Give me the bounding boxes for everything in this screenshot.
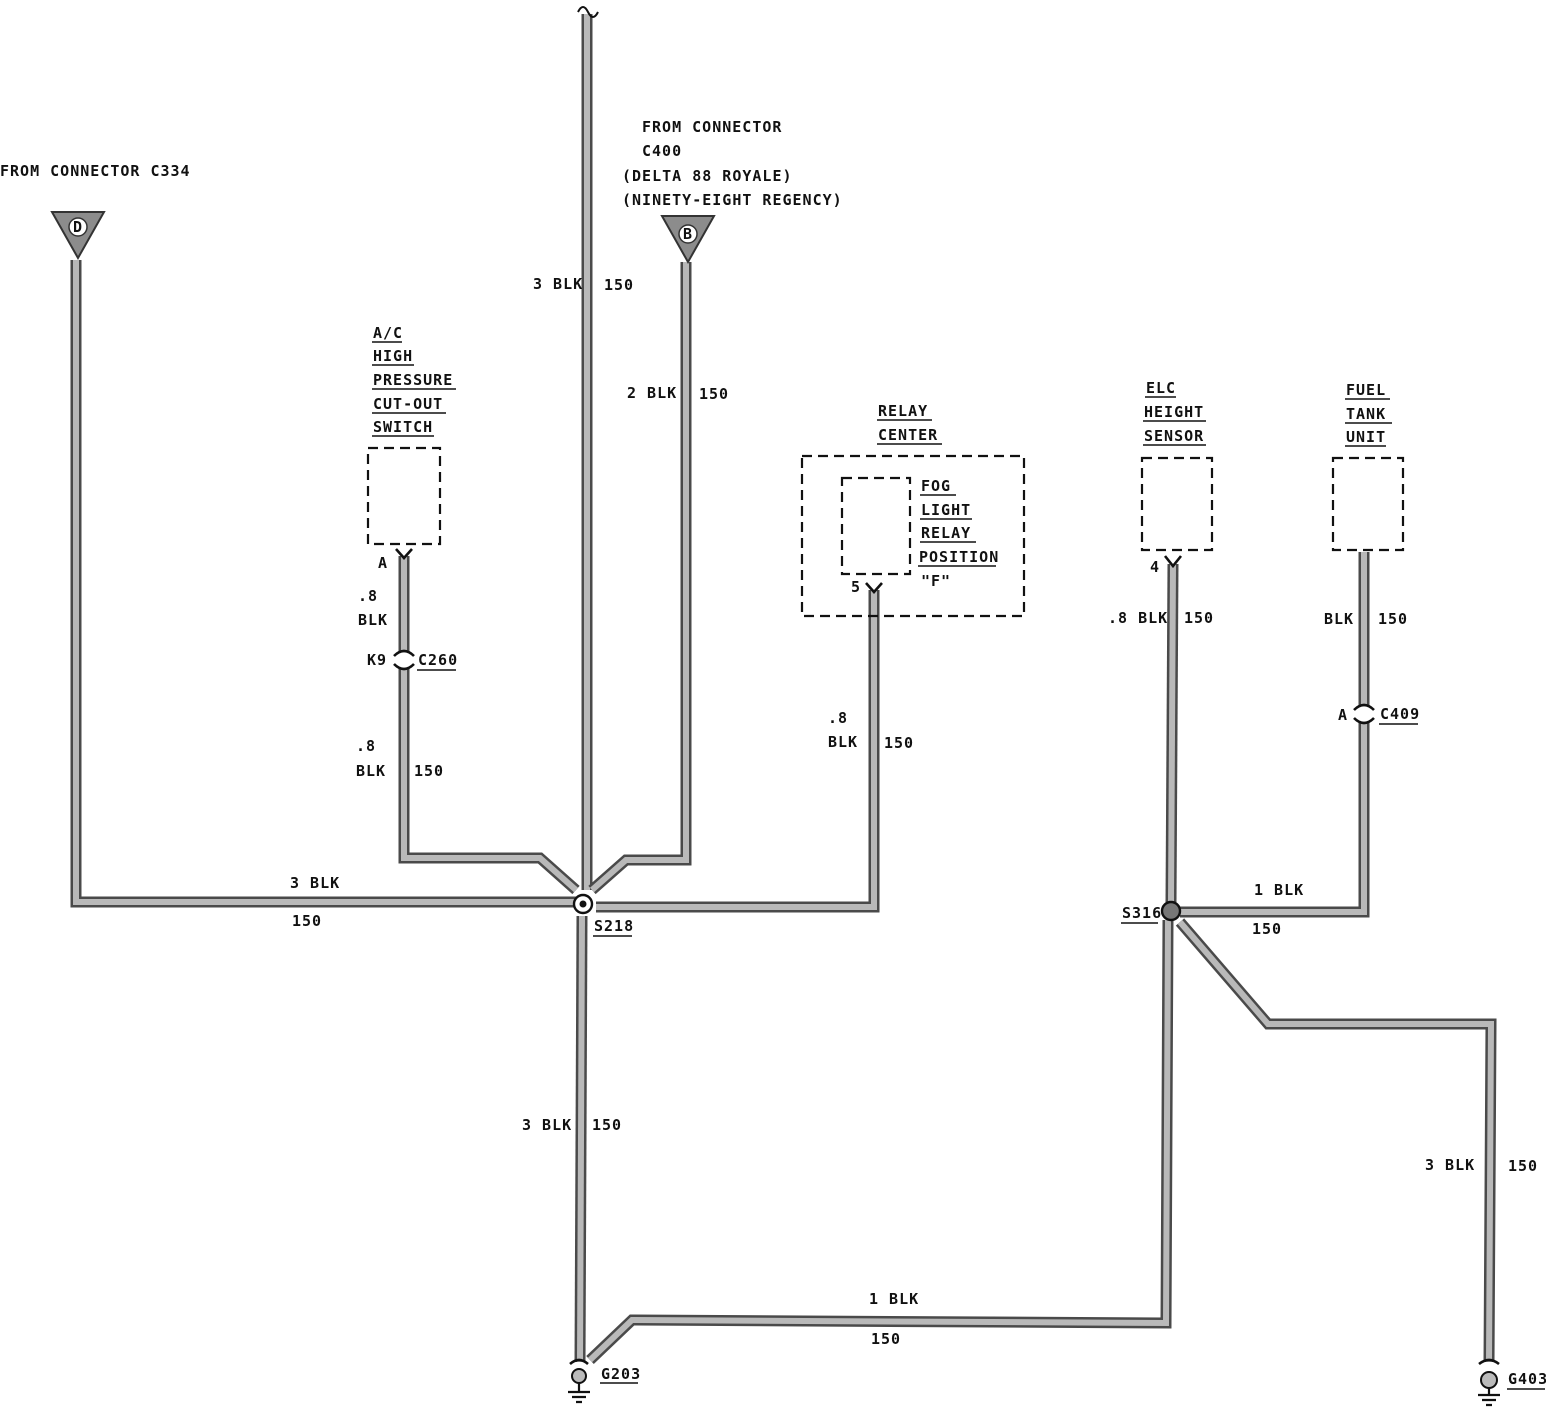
splice-s316 [1160, 900, 1182, 922]
fuel-tank-box [1331, 456, 1405, 552]
wire-ac-upper-gauge: .8 [358, 587, 378, 605]
svg-text:ELC: ELC [1146, 379, 1176, 397]
wire-fog-color: BLK [828, 733, 858, 751]
wire-ac-upper-color: BLK [358, 611, 388, 629]
svg-text:SWITCH: SWITCH [373, 418, 433, 436]
wire-g203-circuit: 150 [592, 1116, 622, 1134]
wire-s218-g203 [574, 915, 588, 1363]
wire-g403 [1175, 918, 1497, 1363]
connector-c400-pin: B [660, 215, 716, 265]
fog-relay-label: FOG LIGHT RELAY POSITION "F" [918, 477, 999, 590]
wire-elc [1165, 563, 1179, 903]
connector-c334-label: FROM CONNECTOR C334 [0, 162, 191, 180]
connector-c334-pin: D [50, 211, 106, 261]
wire-top-circuit: 150 [604, 276, 634, 294]
svg-text:B: B [683, 225, 693, 243]
wires [70, 14, 1497, 1364]
c260-name: C260 [418, 651, 458, 669]
ground-g403-symbol [1478, 1358, 1500, 1407]
wire-fuel-gauge: BLK [1324, 610, 1354, 628]
wire-bottom-circuit: 150 [871, 1330, 901, 1348]
connector-c400-label: FROM CONNECTOR C400 (DELTA 88 ROYALE) (N… [622, 118, 843, 209]
elc-sensor-label: ELC HEIGHT SENSOR [1143, 379, 1206, 446]
svg-text:PRESSURE: PRESSURE [373, 371, 453, 389]
svg-text:POSITION: POSITION [919, 548, 999, 566]
svg-text:FUEL: FUEL [1346, 381, 1386, 399]
relay-center-label: RELAY CENTER [877, 402, 942, 445]
wire-c400-gauge: 2 BLK [627, 384, 677, 402]
wire-bottom [586, 919, 1174, 1364]
c409-connector-symbol [1353, 703, 1375, 725]
svg-text:SENSOR: SENSOR [1144, 427, 1204, 445]
svg-text:UNIT: UNIT [1346, 428, 1386, 446]
svg-text:C400: C400 [642, 142, 682, 160]
elc-sensor-pin: 4 [1150, 558, 1160, 576]
splice-s316-label: S316 [1122, 904, 1162, 922]
relay-center-box [800, 454, 1026, 618]
svg-text:RELAY: RELAY [878, 402, 928, 420]
wire-fuel [1180, 552, 1370, 918]
wire-fuel-circuit: 150 [1378, 610, 1408, 628]
wire-bottom-gauge: 1 BLK [869, 1290, 919, 1308]
wire-ac-lower-gauge: .8 [356, 737, 376, 755]
ground-g403-label: G403 [1508, 1370, 1546, 1388]
c409-pin: A [1338, 706, 1348, 724]
svg-text:FROM CONNECTOR: FROM CONNECTOR [642, 118, 782, 136]
terminal-marks [395, 548, 1183, 594]
svg-text:HEIGHT: HEIGHT [1144, 403, 1204, 421]
svg-text:CENTER: CENTER [878, 426, 938, 444]
svg-text:TANK: TANK [1346, 405, 1386, 423]
wire-g403-gauge: 3 BLK [1425, 1156, 1475, 1174]
svg-text:LIGHT: LIGHT [921, 501, 971, 519]
c409-name: C409 [1380, 705, 1420, 723]
svg-text:D: D [73, 218, 83, 236]
wire-break-mark [577, 6, 599, 18]
wire-s316-fuel-circuit: 150 [1252, 920, 1282, 938]
fog-relay-pin: 5 [851, 578, 861, 596]
wire-g403-circuit: 150 [1508, 1157, 1538, 1175]
ac-switch-label: A/C HIGH PRESSURE CUT-OUT SWITCH [372, 324, 456, 437]
svg-text:(NINETY-EIGHT REGENCY): (NINETY-EIGHT REGENCY) [622, 191, 843, 209]
elc-sensor-box [1140, 456, 1214, 552]
wire-ac-lower-color: BLK [356, 762, 386, 780]
wire-c334-gauge: 3 BLK [290, 874, 340, 892]
wire-fog-circuit: 150 [884, 734, 914, 752]
svg-text:CUT-OUT: CUT-OUT [373, 395, 443, 413]
wire-c334 [70, 260, 576, 908]
splice-s218-label: S218 [594, 917, 634, 935]
wire-elc-gauge: .8 BLK [1108, 609, 1168, 627]
ac-switch-box [366, 446, 442, 546]
wire-g203-gauge: 3 BLK [522, 1116, 572, 1134]
splice-s218 [572, 893, 594, 915]
wire-fog-gauge: .8 [828, 709, 848, 727]
wire-c334-circuit: 150 [292, 912, 322, 930]
ground-g203-label: G203 [601, 1365, 641, 1383]
wire-c400 [588, 262, 692, 895]
ground-g203-symbol [568, 1358, 590, 1404]
svg-text:(DELTA 88 ROYALE): (DELTA 88 ROYALE) [622, 167, 793, 185]
fog-relay-box [840, 476, 912, 576]
svg-text:FOG: FOG [921, 477, 951, 495]
svg-text:RELAY: RELAY [921, 524, 971, 542]
svg-text:HIGH: HIGH [373, 347, 413, 365]
svg-text:A/C: A/C [373, 324, 403, 342]
ac-switch-pin: A [378, 554, 388, 572]
svg-text:"F": "F" [921, 572, 951, 590]
fuel-tank-label: FUEL TANK UNIT [1345, 381, 1392, 447]
wire-elc-circuit: 150 [1184, 609, 1214, 627]
wire-ac-lower-circuit: 150 [414, 762, 444, 780]
c260-pin: K9 [367, 651, 387, 669]
wire-fog-relay [596, 590, 880, 913]
wire-top-gauge: 3 BLK [533, 275, 583, 293]
wire-ac-switch [398, 556, 580, 895]
wire-c400-circuit: 150 [699, 385, 729, 403]
c260-connector-symbol [393, 649, 415, 671]
wire-s316-fuel-gauge: 1 BLK [1254, 881, 1304, 899]
